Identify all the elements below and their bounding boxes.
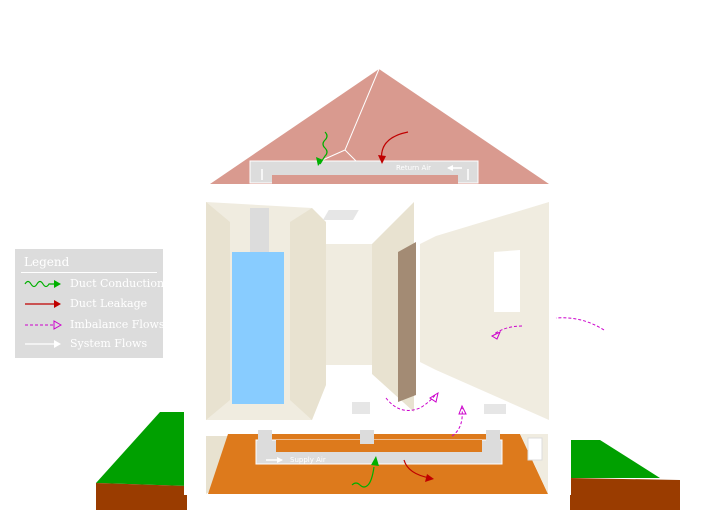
legend-title: Legend — [24, 255, 69, 269]
middle-room-back-wall — [326, 244, 372, 365]
supply-air-label: Supply Air — [290, 456, 326, 464]
supply-branch — [258, 430, 272, 444]
return-duct-inner — [272, 175, 458, 184]
supply-branch — [486, 430, 500, 444]
curved-arrow-icon — [23, 296, 63, 312]
furnace-room-side — [206, 202, 230, 420]
white-arrow-icon — [23, 336, 63, 352]
legend-item-duct-leakage: Duct Leakage — [23, 296, 161, 312]
furnace-flue — [250, 208, 269, 252]
crawlspace-vent — [528, 438, 542, 460]
legend-label: Duct Leakage — [70, 297, 147, 310]
furnace-room-side-right — [290, 208, 312, 420]
ceiling-register — [323, 210, 359, 220]
legend-item-imbalance-flows: Imbalance Flows — [23, 317, 161, 333]
legend-divider — [21, 272, 157, 273]
dashed-arrow-icon — [23, 317, 63, 333]
right-room-wall — [420, 236, 436, 370]
legend-item-duct-conduction: Duct Conduction — [23, 276, 161, 292]
floor-register — [484, 404, 506, 414]
legend-panel: Legend Duct Conduction Duct Leakage Imba… — [15, 249, 163, 358]
legend-item-system-flows: System Flows — [23, 336, 161, 352]
grass-left — [96, 412, 187, 486]
legend-label: System Flows — [70, 337, 147, 350]
supply-duct-inner — [276, 440, 482, 452]
wavy-arrow-icon — [23, 276, 63, 292]
return-air-label: Return Air — [396, 164, 431, 172]
soil — [96, 483, 187, 510]
middle-room-left-wall — [312, 208, 326, 420]
supply-branch — [360, 430, 374, 444]
interior-door — [398, 242, 416, 402]
grass-right — [570, 440, 660, 478]
soil-right — [570, 478, 680, 510]
legend-label: Duct Conduction — [70, 277, 164, 290]
furnace-unit — [232, 252, 284, 404]
legend-label: Imbalance Flows — [70, 318, 165, 331]
floor-register — [352, 402, 370, 414]
